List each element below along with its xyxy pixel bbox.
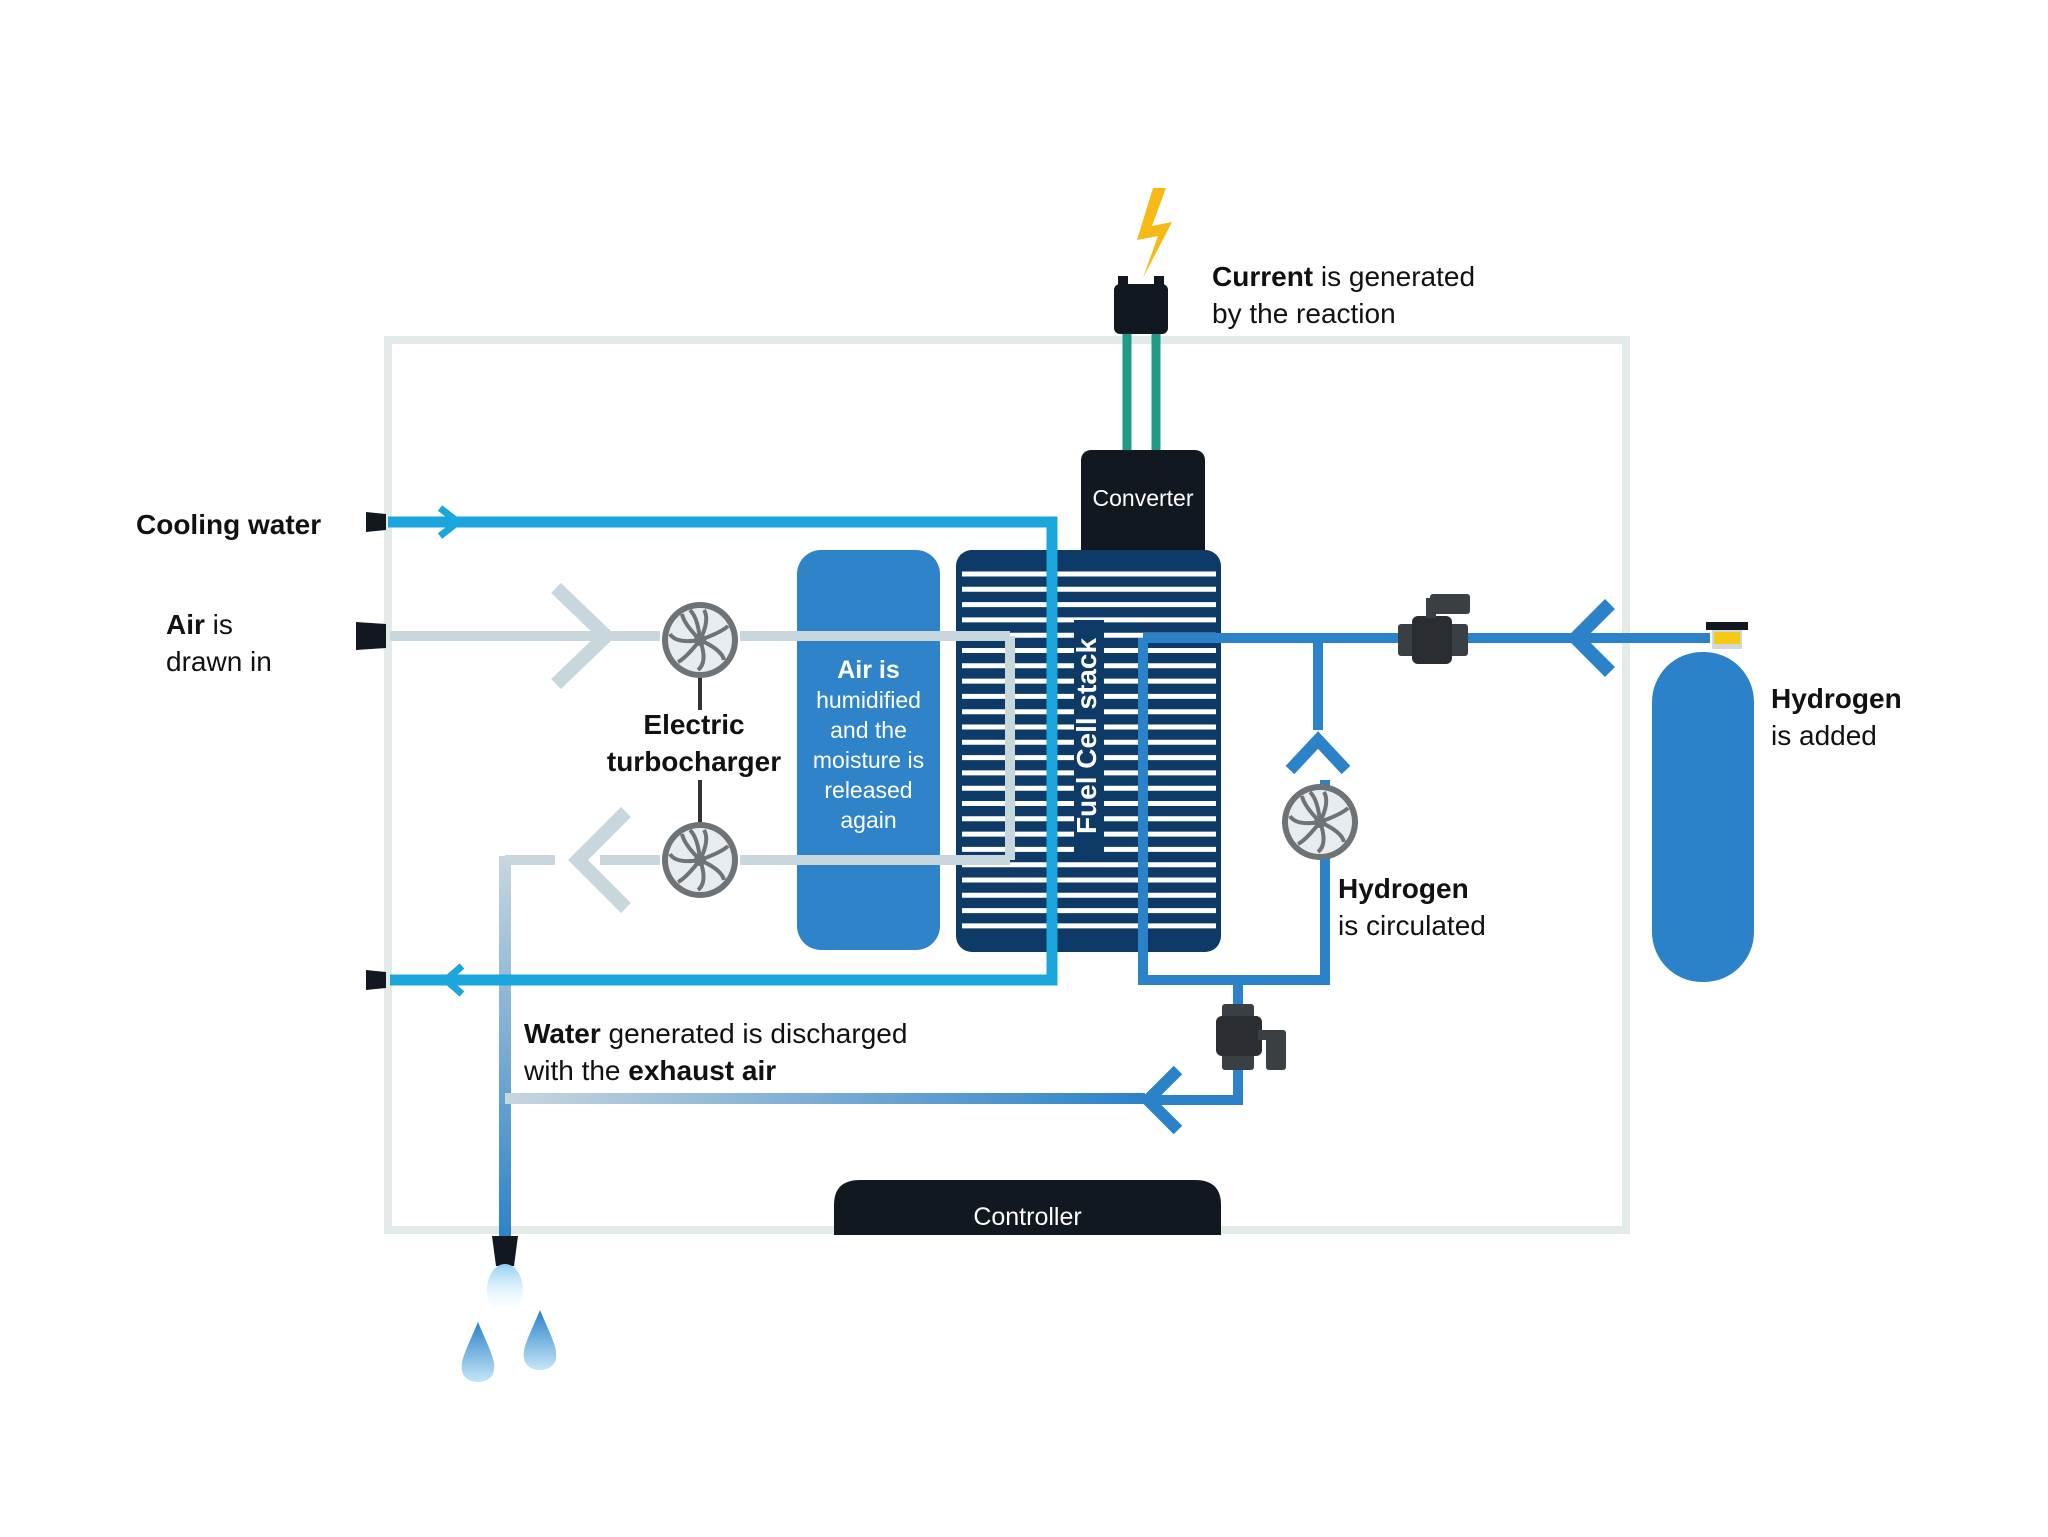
cooling-arrow-in-icon [437,505,464,539]
controller-box [834,1180,1221,1235]
humidifier-box [797,550,940,950]
converter-label: Converter [1092,485,1194,511]
hydrogen-added-label: Hydrogen is added [1771,683,1902,751]
hydrogen-arrow-up-icon [1285,731,1351,775]
hydrogen-tank-icon [1652,622,1754,982]
exhaust-line [499,856,1145,1240]
power-terminal-icon [1114,276,1168,334]
air-arrow-in-icon [551,582,617,690]
hydrogen-feed-line [1138,633,1710,1105]
water-arrow-left-icon [1139,1065,1183,1135]
humidifier-label: Air is humidified and the moisture is re… [812,656,925,833]
fuel-cell-stack-label: Fuel Cell stack [1071,637,1102,835]
hydrogen-arrow-in-icon [1566,599,1615,677]
drain-nozzle-icon [487,1236,523,1316]
air-arrow-out-icon [568,807,631,913]
turbocharger-label: Electric turbocharger [606,709,782,777]
turbocharger-fan-top-icon [660,600,740,680]
lightning-bolt-icon [1137,188,1172,278]
hydrogen-circulated-label: Hydrogen is circulated [1338,873,1486,941]
air-drawn-label: Air is drawn in [166,609,272,677]
cooling-outlet-port [366,970,386,990]
cooling-arrow-out-icon [440,963,465,997]
cooling-water-label: Cooling water [136,509,322,540]
hydrogen-valve-icon [1398,594,1470,664]
hydrogen-circulation-fan-icon [1280,782,1360,862]
current-label: Current is generated by the reaction [1212,261,1476,329]
purge-valve-icon [1216,1004,1286,1070]
water-drop-left-icon [461,1322,495,1382]
cooling-inlet-port [366,512,386,532]
cooling-water-line [388,516,1058,986]
air-inlet-port [356,622,386,650]
turbocharger-fan-bottom-icon [660,820,740,900]
air-inlet-line [390,631,1015,865]
water-discharged-label: Water generated is discharged with the e… [524,1018,908,1086]
stack-label-band [1074,620,1104,860]
controller-label: Controller [973,1203,1082,1231]
converter-box [1081,450,1205,560]
water-drop-right-icon [523,1310,557,1370]
power-wires [1122,334,1161,452]
